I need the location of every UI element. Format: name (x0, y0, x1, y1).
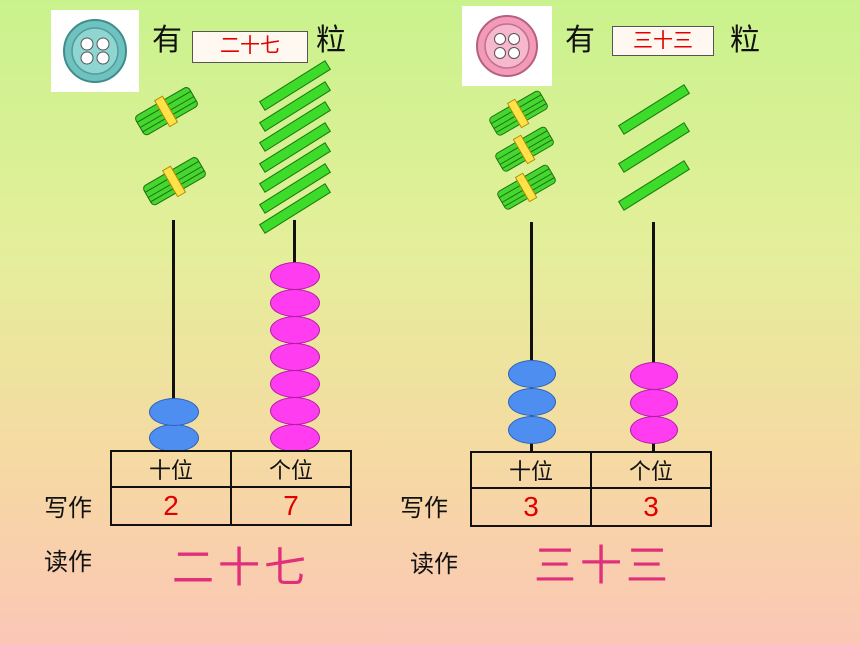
stick-bundle-icon (135, 87, 198, 136)
abacus-bead (269, 397, 320, 425)
button-card-right (462, 6, 552, 86)
tens-header: 十位 (470, 451, 592, 489)
tens-rod (172, 220, 175, 452)
prefix-right: 有 (565, 23, 595, 58)
abacus-bead (269, 370, 320, 398)
tens-rod (530, 222, 533, 452)
abacus-bead (148, 424, 199, 452)
answer-box-right: 三十三 (612, 26, 714, 56)
abacus-bead (148, 398, 199, 426)
abacus-bead (507, 360, 556, 388)
abacus-bead (269, 424, 320, 452)
ones-header: 个位 (590, 451, 712, 489)
write-label: 写作 (44, 494, 92, 522)
abacus-bead (629, 389, 678, 417)
abacus-bead (269, 289, 320, 317)
place-value-table: 十位 个位 3 3 (470, 451, 712, 527)
answer-box-left: 二十七 (192, 31, 308, 63)
suffix-left: 粒 (316, 23, 346, 58)
abacus-bead (629, 416, 678, 444)
stick-bundle-icon (495, 126, 554, 172)
button-icon (476, 15, 538, 77)
place-value-table: 十位 个位 2 7 (110, 450, 352, 526)
tens-value: 3 (470, 487, 592, 527)
read-label: 读作 (410, 550, 458, 578)
abacus-bead (507, 416, 556, 444)
write-label: 写作 (400, 494, 448, 522)
button-icon (63, 19, 127, 83)
reading-text: 三十三 (534, 541, 673, 590)
reading-text: 二十七 (172, 543, 311, 592)
abacus-bead (507, 388, 556, 416)
button-card-left (51, 10, 139, 92)
prefix-left: 有 (152, 23, 182, 58)
stick-bundle-icon (489, 90, 548, 136)
suffix-right: 粒 (730, 23, 760, 58)
abacus-bead (269, 316, 320, 344)
ones-rod (652, 222, 655, 452)
abacus-bead (269, 262, 320, 290)
read-label: 读作 (44, 548, 92, 576)
abacus-bead (269, 343, 320, 371)
abacus-bead (629, 362, 678, 390)
tens-header: 十位 (110, 450, 232, 488)
ones-header: 个位 (230, 450, 352, 488)
ones-value: 3 (590, 487, 712, 527)
ones-value: 7 (230, 486, 352, 526)
stick-bundle-icon (143, 157, 206, 206)
tens-value: 2 (110, 486, 232, 526)
stick-bundle-icon (497, 164, 556, 210)
